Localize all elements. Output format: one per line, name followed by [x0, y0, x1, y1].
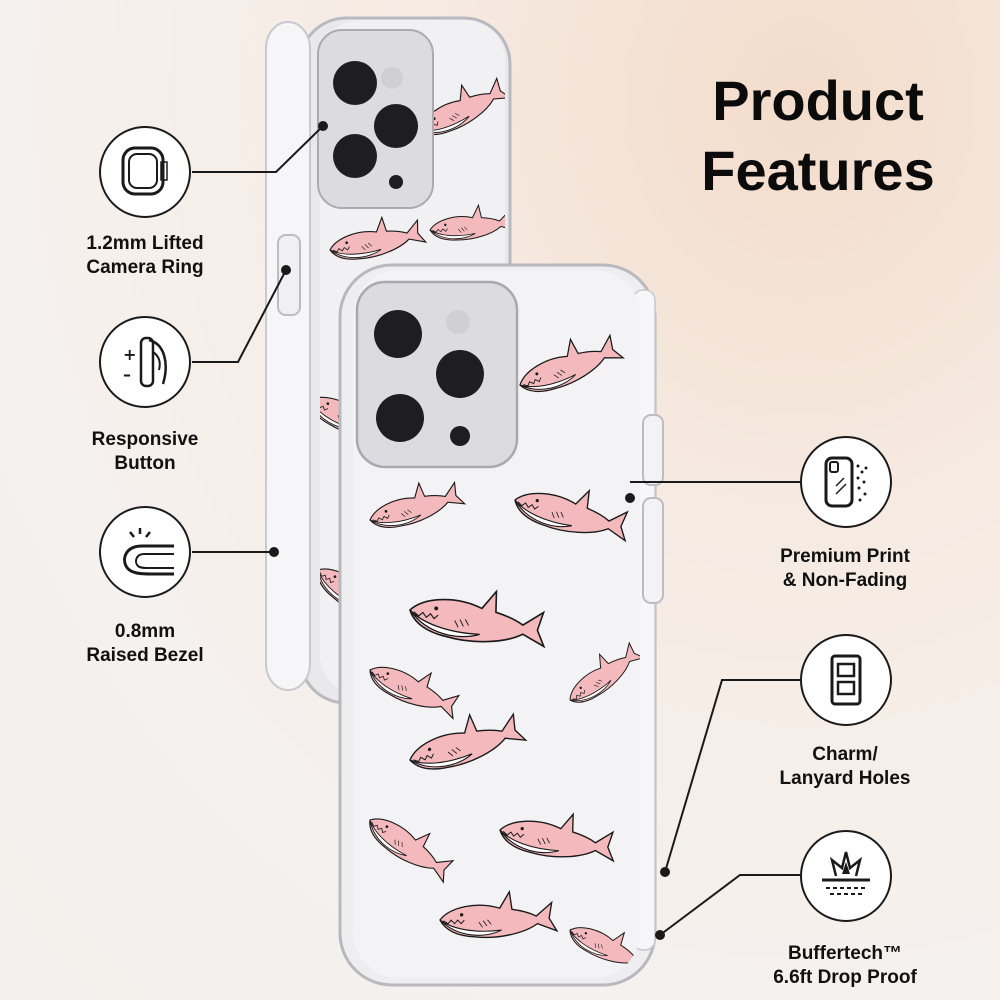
camera-ring-label: 1.2mm Lifted Camera Ring: [55, 232, 235, 280]
camera-ring-icon: [99, 126, 191, 218]
lanyard-holes-icon: [800, 634, 892, 726]
raised-bezel-label: 0.8mm Raised Bezel: [55, 620, 235, 668]
minus-glyph: –: [123, 365, 131, 384]
title-line-2: Features: [701, 139, 935, 202]
drop-proof-line-1: Buffertech™: [787, 943, 902, 964]
phone-print-icon: [800, 436, 892, 528]
raised-bezel-icon: [99, 506, 191, 598]
lanyard-holes-line-2: Lanyard Holes: [779, 768, 911, 789]
responsive-button-line-2: Button: [114, 453, 176, 474]
responsive-button-icon: + –: [99, 316, 191, 408]
lanyard-holes-line-1: Charm/: [812, 744, 878, 765]
camera-ring-line-1: 1.2mm Lifted: [86, 233, 204, 254]
camera-ring-line-2: Camera Ring: [86, 257, 204, 278]
plus-glyph: +: [123, 345, 136, 364]
drop-proof-line-2: 6.6ft Drop Proof: [773, 967, 917, 988]
page-title: Product Features: [688, 66, 948, 206]
drop-proof-label: Buffertech™ 6.6ft Drop Proof: [745, 942, 945, 990]
title-line-1: Product: [712, 69, 924, 132]
responsive-button-line-1: Responsive: [91, 429, 199, 450]
drop-impact-icon: [800, 830, 892, 922]
premium-print-line-2: & Non-Fading: [782, 570, 908, 591]
raised-bezel-line-1: 0.8mm: [114, 621, 176, 642]
responsive-button-label: Responsive Button: [55, 428, 235, 476]
premium-print-line-1: Premium Print: [780, 546, 910, 567]
raised-bezel-line-2: Raised Bezel: [86, 645, 204, 666]
premium-print-label: Premium Print & Non-Fading: [755, 545, 935, 593]
lanyard-holes-label: Charm/ Lanyard Holes: [755, 743, 935, 791]
